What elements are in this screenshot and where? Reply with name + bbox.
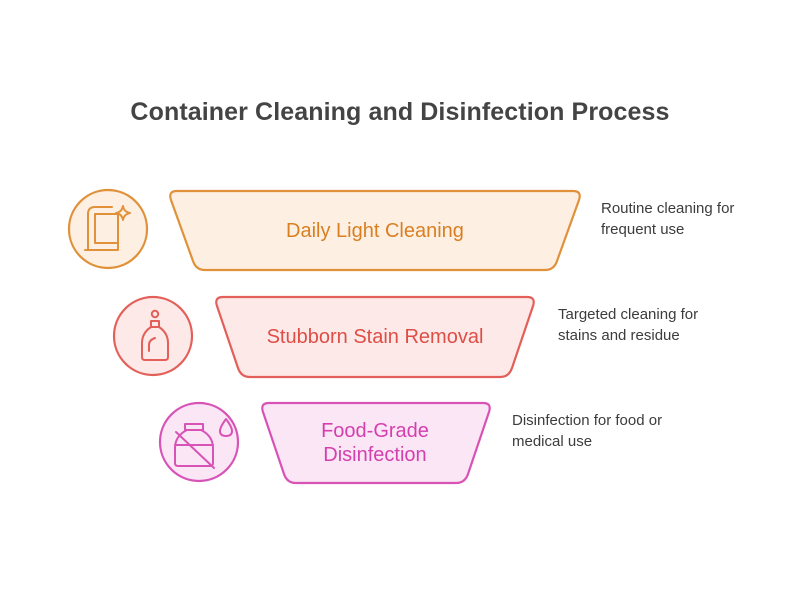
spray-bottle-icon	[112, 295, 194, 377]
funnel-level-3-label: Food-Grade Disinfection	[321, 420, 429, 466]
funnel-level-1-shape	[169, 189, 581, 272]
towel-sparkle-icon	[67, 188, 149, 270]
funnel-level-2-description: Targeted cleaning for stains and residue	[558, 306, 699, 344]
funnel-level-2-label: Stubborn Stain Removal	[266, 326, 484, 348]
funnel-level-3-description: Disinfection for food or medical use	[512, 412, 663, 450]
funnel-level-1-label: Daily Light Cleaning	[286, 220, 464, 242]
funnel-level-2-shape	[215, 295, 535, 379]
funnel-level-3-shape	[261, 401, 491, 485]
funnel-level-1-description: Routine cleaning for frequent use	[601, 200, 735, 238]
page-title: Container Cleaning and Disinfection Proc…	[130, 98, 670, 126]
crossed-bottle-drop-icon	[158, 401, 240, 483]
